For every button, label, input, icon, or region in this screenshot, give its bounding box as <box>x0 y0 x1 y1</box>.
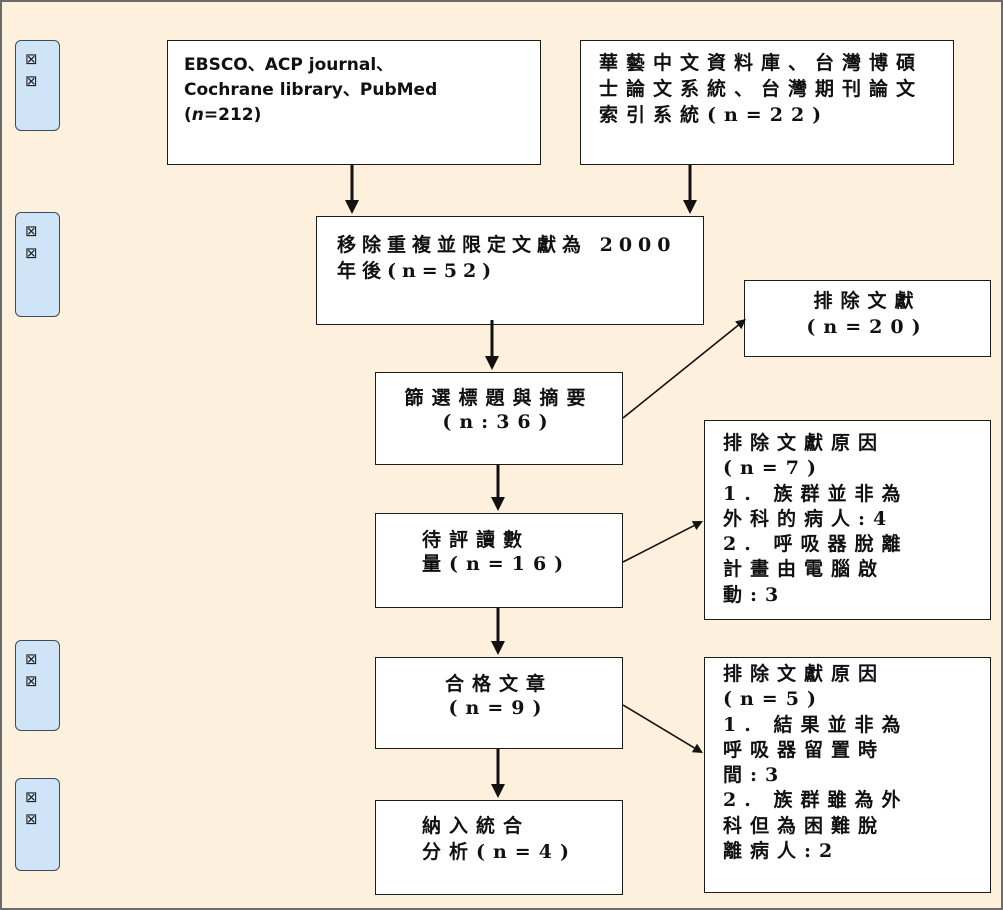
arrow-screening-to-excluded <box>622 319 746 419</box>
box-line: 2. 族群雖為外 <box>723 789 909 812</box>
box-line: 華藝中文資料庫、台灣博碩 <box>599 52 924 74</box>
missing-glyph: ⊠ <box>25 810 38 828</box>
box-line: (n=9) <box>448 697 550 719</box>
box-excluded: 排除文獻 (n=20) <box>744 280 991 357</box>
box-line: 動:3 <box>723 583 787 606</box>
stage-label-identification: ⊠ ⊠ <box>15 40 60 131</box>
box-line: 合格文章 <box>444 673 553 695</box>
missing-glyph: ⊠ <box>25 72 38 90</box>
box-line: 索引系統(n=22) <box>599 104 830 126</box>
missing-glyph: ⊠ <box>25 222 38 240</box>
box-line: (n=7) <box>723 457 824 480</box>
box-line: EBSCO、ACP journal、 <box>184 55 394 75</box>
box-line: 士論文系統、台灣期刊論文 <box>599 78 924 100</box>
box-line: 待評讀數 <box>422 529 531 551</box>
arrow-appraise-to-reasons-1 <box>622 521 704 563</box>
stage-label-eligibility: ⊠ ⊠ <box>15 640 60 731</box>
box-line: 科但為困難脫 <box>723 814 886 837</box>
box-line: 離病人:2 <box>723 840 841 863</box>
box-line: 間:3 <box>723 764 787 787</box>
missing-glyph: ⊠ <box>25 650 38 668</box>
box-line: 移除重複並限定文獻為 2000 <box>337 234 677 256</box>
count-n: n <box>191 105 204 125</box>
arrow-eligible-to-reasons-2 <box>622 704 703 754</box>
box-title-abstract-screening: 篩選標題與摘要 (n:36) <box>375 372 623 465</box>
box-line: 分析(n=4) <box>422 841 577 863</box>
count-rest: =212) <box>203 105 262 125</box>
box-deduplicated: 移除重複並限定文獻為 2000 年後(n=52) <box>316 216 704 325</box>
box-to-appraise: 待評讀數 量(n=16) <box>375 513 623 608</box>
box-line: 2. 呼吸器脫離 <box>723 533 909 556</box>
box-line: 排除文獻 <box>813 290 922 312</box>
count-open: ( <box>184 105 192 125</box>
box-chinese-databases: 華藝中文資料庫、台灣博碩 士論文系統、台灣期刊論文 索引系統(n=22) <box>580 40 954 165</box>
box-line: 納入統合 <box>422 815 531 837</box>
box-english-databases: EBSCO、ACP journal、 Cochrane library、PubM… <box>167 40 541 165</box>
missing-glyph: ⊠ <box>25 672 38 690</box>
box-included: 納入統合 分析(n=4) <box>375 800 623 895</box>
box-line: 計畫由電腦啟 <box>723 558 886 581</box>
stage-label-screening: ⊠ ⊠ <box>15 212 60 317</box>
box-line: 篩選標題與摘要 <box>404 387 594 409</box>
box-line: Cochrane library、PubMed <box>184 80 438 100</box>
box-exclusion-reasons-2: 排除文獻原因 (n=5) 1. 結果並非為 呼吸器留置時 間:3 2. 族群雖為… <box>704 657 991 893</box>
box-line: 量(n=16) <box>422 553 572 575</box>
box-line: (n:36) <box>442 411 556 433</box>
missing-glyph: ⊠ <box>25 788 38 806</box>
missing-glyph: ⊠ <box>25 244 38 262</box>
box-eligible: 合格文章 (n=9) <box>375 657 623 749</box>
box-line: (n=20) <box>806 316 929 338</box>
box-line: 1. 結果並非為 <box>723 713 909 736</box>
stage-label-included: ⊠ ⊠ <box>15 778 60 871</box>
box-line: 呼吸器留置時 <box>723 738 886 761</box>
box-line: (n=5) <box>723 688 824 711</box>
box-line: 外科的病人:4 <box>723 507 895 530</box>
box-exclusion-reasons-1: 排除文獻原因 (n=7) 1. 族群並非為 外科的病人:4 2. 呼吸器脫離 計… <box>704 420 991 620</box>
box-line: 年後(n=52) <box>337 260 498 282</box>
missing-glyph: ⊠ <box>25 50 38 68</box>
box-line: 排除文獻原因 <box>723 432 886 454</box>
box-line: 1. 族群並非為 <box>723 482 909 505</box>
count-label: (n=212) <box>184 103 540 128</box>
box-line: 排除文獻原因 <box>723 663 886 685</box>
